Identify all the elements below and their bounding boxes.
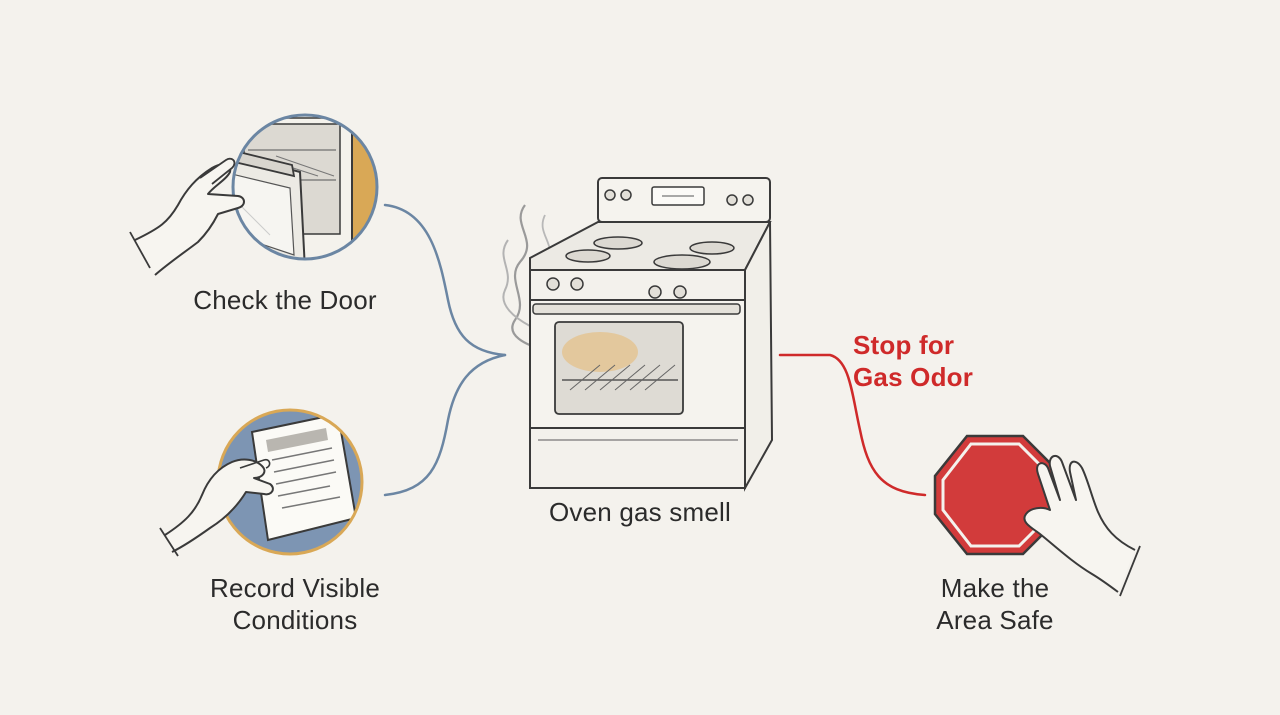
label-safe-line2: Area Safe xyxy=(936,605,1054,635)
label-record-visible-conditions: Record Visible Conditions xyxy=(160,572,430,636)
connector-stop xyxy=(778,353,927,497)
record-illustration xyxy=(159,408,364,557)
hand-door xyxy=(134,163,245,276)
label-make-area-safe: Make the Area Safe xyxy=(880,572,1110,636)
label-stop-for-gas-odor: Stop for Gas Odor xyxy=(853,329,1013,393)
stop-sign-illustration xyxy=(933,434,1141,597)
check-door-illustration xyxy=(129,113,379,276)
label-stop-line2: Gas Odor xyxy=(853,362,974,392)
smell-wisp-icon xyxy=(511,204,546,352)
label-record-line2: Conditions xyxy=(232,605,358,635)
connector-check-door xyxy=(383,203,507,357)
label-safe-line1: Make the xyxy=(940,573,1050,603)
label-oven-gas-smell: Oven gas smell xyxy=(549,497,731,527)
connector-record xyxy=(383,353,507,497)
label-record-line1: Record Visible xyxy=(210,573,380,603)
label-check-door: Check the Door xyxy=(193,285,377,315)
hand-record xyxy=(164,458,274,553)
stove-illustration xyxy=(502,177,774,492)
label-stop-line1: Stop for xyxy=(853,330,955,360)
hand-stop xyxy=(1023,454,1136,593)
